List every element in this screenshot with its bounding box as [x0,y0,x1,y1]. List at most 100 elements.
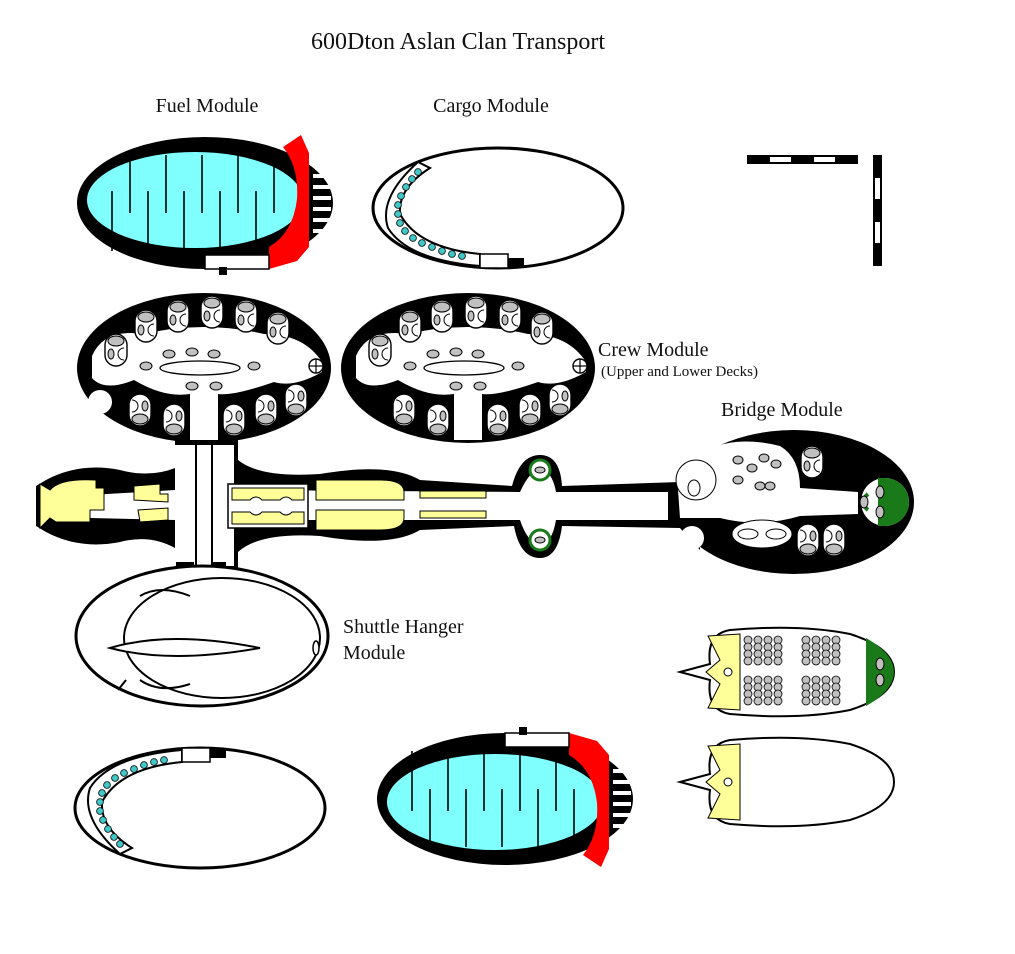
cargo-dot [160,756,168,764]
vent-stripe [613,791,631,795]
stateroom-icon [284,383,308,417]
shuttle-hanger-module [74,564,330,708]
chair [449,381,463,391]
cargo-dot [96,807,104,815]
label-crew-module-sub: (Upper and Lower Decks) [601,364,758,380]
cargo-dot [414,168,422,176]
vent-stripe [613,769,631,773]
maneuver-drive [231,511,305,525]
stateroom-icon [498,299,522,333]
vent-stripe [613,824,631,828]
hatch [312,640,320,656]
fuel-module-top [77,135,333,275]
cargo-dot [418,239,426,247]
vent-stripe [313,196,331,200]
cargo-dot [394,210,402,218]
cargo-dot [150,758,158,766]
common-area [356,327,586,440]
passenger-seat [763,656,773,666]
power-plant [137,507,169,523]
cargo-module-top [371,146,625,270]
airlock-icon [219,267,227,275]
controls [878,478,909,526]
passenger-seat [773,656,783,666]
engineering-section [569,733,609,867]
chair [185,347,199,357]
hangar-bay [123,577,321,699]
passenger-seat [811,656,821,666]
fuel-tank [87,152,303,248]
label-fuel-module: Fuel Module [156,95,259,117]
cargo-dot [408,175,416,183]
stateroom-icon [430,299,454,333]
passenger-seat [773,696,783,706]
stateroom-icon [234,299,258,333]
seat [875,485,885,499]
stateroom-icon [134,309,158,343]
chair [471,349,485,359]
vent-stripe [613,813,631,817]
stateroom-icon [486,403,510,437]
seat [732,455,744,465]
cargo-dot [111,774,119,782]
chair [449,347,463,357]
shuttle-passenger [676,626,896,718]
bridge-module [674,430,914,574]
common-area [92,327,322,440]
stateroom-icon [266,311,290,345]
stateroom-icon [254,393,278,427]
spine-corridor [36,440,700,578]
passenger-seat [801,656,811,666]
vent-stripe [613,780,631,784]
drive-section [705,633,741,711]
passenger-seat [763,696,773,706]
cargo-dot [401,227,409,235]
stateroom-icon [392,393,416,427]
seat [875,505,885,519]
hull [73,746,327,870]
cargo-dot [140,761,148,769]
vent-stripe [613,758,631,762]
cargo-dot [96,798,104,806]
seat [770,459,782,469]
crew-module-upper [77,293,331,443]
cargo-module-flipped [73,746,327,870]
fuel-processor [315,509,405,531]
cargo-dot [103,781,111,789]
stateroom-icon [464,295,488,329]
maneuver-drive [231,487,305,501]
cargo-module-bottom [73,746,327,870]
stateroom-icon [548,383,572,417]
cargo-dot [428,243,436,251]
cargo-dot [104,825,112,833]
cargo-dot [448,250,456,258]
passenger-seat [743,656,753,666]
passenger-seat [801,696,811,706]
seat [875,657,885,671]
chair [403,361,417,371]
passenger-seat [821,696,831,706]
crew-module-lower [341,293,595,443]
vent-stripe [313,185,331,189]
table [423,360,505,376]
fuel-module-flipped [377,727,633,867]
chair [247,361,261,371]
stateroom-icon [368,333,392,367]
escape-pod [88,390,112,414]
passenger-seat [811,696,821,706]
conduit [419,490,487,499]
chair [473,381,487,391]
stateroom-icon [162,403,186,437]
label-shuttle-hanger-1: Shuttle Hanger [343,616,464,638]
seat [754,481,766,491]
shuttle-outline [106,638,261,657]
hull [371,146,625,270]
passenger-seat [753,696,763,706]
vent-stripe [613,802,631,806]
fuel-module-bottom [377,727,633,867]
access-corridor [204,254,270,270]
chair [207,349,221,359]
label-bridge-module: Bridge Module [721,399,843,421]
chair [139,361,153,371]
